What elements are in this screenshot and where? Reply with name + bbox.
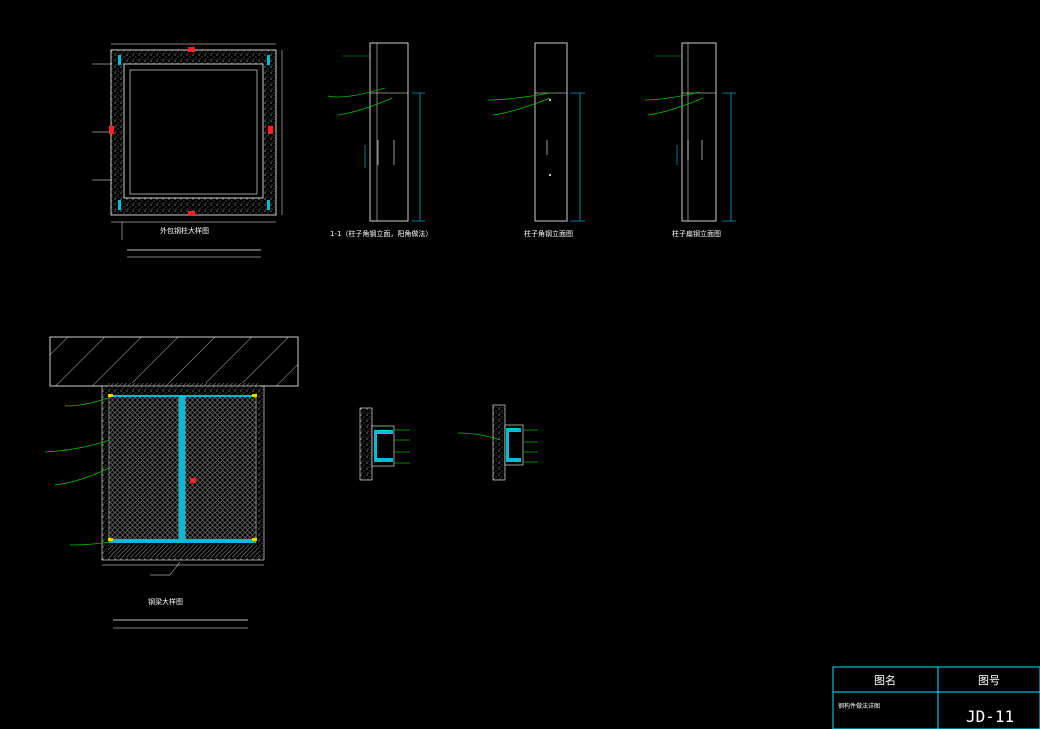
beam-flange-strip-bottom [109, 539, 256, 543]
elev1-caption: 柱子角钢立面图 [524, 229, 573, 238]
plan-corner-strip-br [267, 200, 270, 210]
beam-web-strip [179, 396, 185, 541]
title-block-drawing-name: 钢构件做法详图 [838, 702, 880, 710]
beam-honeycomb-right [184, 395, 257, 542]
beam-detail: 钢梁大样图 [44, 336, 299, 629]
title-block: 图名 图号 钢构件做法详图 JD-11 [832, 666, 1040, 729]
node-detail-2 [457, 404, 538, 481]
beam-slab [49, 336, 299, 387]
elevation-view-2: 柱子扁钢立面图 [644, 42, 736, 238]
beam-honeycomb-left [108, 395, 180, 542]
title-block-drawing-number: JD-11 [966, 707, 1014, 726]
section-caption: 1-1（柱子角钢立面，阳角做法） [330, 229, 432, 238]
plan-corner-strip-tl [118, 55, 121, 65]
beam-caption: 钢梁大样图 [148, 597, 183, 606]
plan-caption: 外包钢柱大样图 [160, 226, 209, 235]
beam-flange-strip-top [109, 395, 256, 397]
elevation-view-1: 柱子角钢立面图 [487, 42, 585, 238]
beam-marker [190, 478, 196, 483]
plan-corner-strip-tr [267, 55, 270, 65]
title-block-name-header: 图名 [874, 673, 896, 687]
elev2-caption: 柱子扁钢立面图 [672, 229, 721, 238]
plan-marker-left [109, 126, 114, 134]
plan-marker-bottom [188, 211, 195, 216]
section-view-1: 1-1（柱子角钢立面，阳角做法） [327, 42, 432, 238]
title-block-number-header: 图号 [978, 674, 1000, 687]
plan-corner-strip-bl [118, 200, 121, 210]
plan-inner-void [129, 69, 258, 195]
plan-marker-top [188, 47, 195, 52]
beam-bottom-band [108, 545, 260, 557]
plan-detail: 外包钢柱大样图 [92, 43, 283, 258]
node-detail-1 [359, 407, 410, 481]
plan-marker-right [268, 126, 273, 134]
